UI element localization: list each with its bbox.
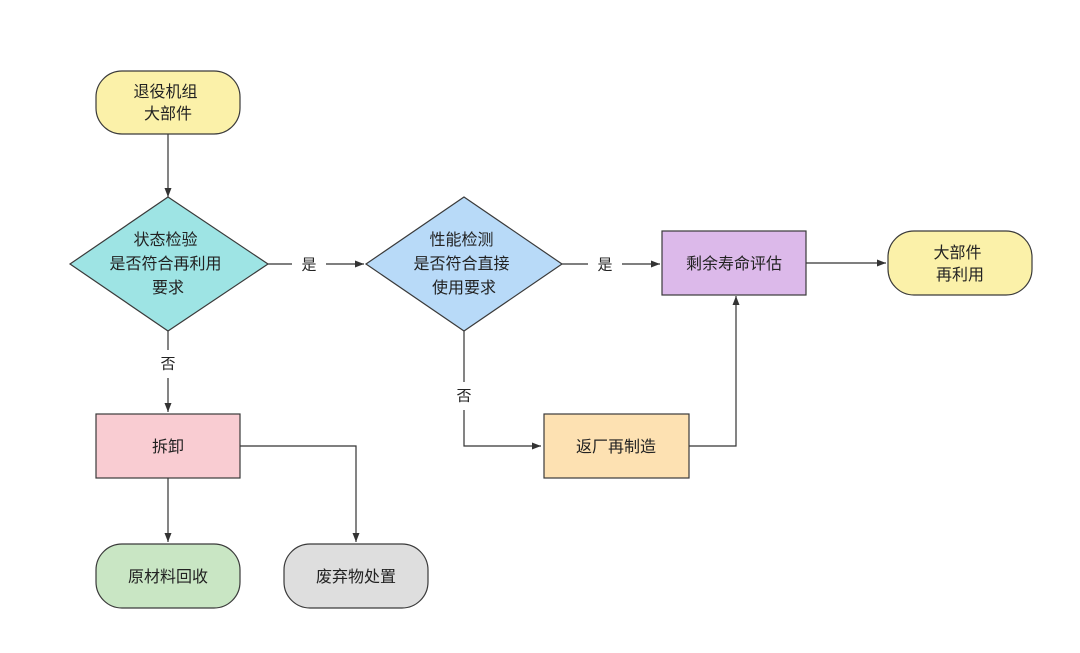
remanufacture-label: 返厂再制造 — [576, 437, 656, 456]
start-label: 退役机组 大部件 — [133, 82, 202, 123]
dismantle-process-shape — [95, 413, 241, 479]
life-eval-label-line-1: 剩余寿命评估 — [686, 254, 782, 273]
perf-check-label-line-2: 是否符合直接 — [413, 254, 509, 273]
edges: 是 是 否 否 — [160, 134, 886, 542]
dismantle-label-line-1: 拆卸 — [152, 437, 184, 456]
recycle-label-line-1: 原材料回收 — [128, 567, 208, 586]
node-start: 退役机组 大部件 — [95, 70, 241, 135]
perf-check-label-line-1: 性能检测 — [429, 230, 493, 249]
recycle-terminal-shape — [95, 543, 241, 609]
perf-check-decision-shape — [364, 196, 564, 332]
node-recycle: 原材料回收 — [95, 543, 241, 609]
disposal-terminal-shape — [283, 543, 429, 609]
reuse-label-line-2: 再利用 — [936, 265, 984, 284]
start-label-line-1: 退役机组 — [133, 82, 197, 101]
perf-check-label: 性能检测 是否符合直接 使用要求 — [413, 230, 514, 297]
remanufacture-process-shape — [543, 413, 690, 479]
node-status-check: 状态检验 是否符合再利用 要求 — [68, 196, 270, 332]
node-life-eval: 剩余寿命评估 — [661, 230, 807, 296]
edge-remanufacture-to-life-eval — [689, 296, 740, 447]
perf-check-label-line-3: 使用要求 — [432, 278, 496, 297]
status-check-label-line-3: 要求 — [152, 278, 184, 297]
node-disposal: 废弃物处置 — [283, 543, 429, 609]
life-eval-label: 剩余寿命评估 — [686, 254, 782, 273]
edge-label-no-2: 否 — [456, 387, 471, 405]
node-remanufacture: 返厂再制造 — [543, 413, 690, 479]
status-check-label-line-2: 是否符合再利用 — [109, 254, 221, 273]
node-reuse: 大部件 再利用 — [887, 230, 1033, 296]
life-eval-process-shape — [661, 230, 807, 296]
remanufacture-label-line-1: 返厂再制造 — [576, 437, 656, 456]
recycle-label: 原材料回收 — [128, 567, 208, 586]
edge-label-yes-2: 是 — [597, 256, 612, 274]
reuse-terminal-shape — [887, 230, 1033, 296]
disposal-label: 废弃物处置 — [316, 567, 396, 586]
node-dismantle: 拆卸 — [95, 413, 241, 479]
status-check-decision-shape — [68, 196, 270, 332]
edge-perf-check-to-remanufacture — [463, 331, 541, 446]
edge-label-no-1: 否 — [160, 355, 175, 373]
node-perf-check: 性能检测 是否符合直接 使用要求 — [364, 196, 564, 332]
reuse-label-line-1: 大部件 — [933, 243, 981, 262]
dismantle-label: 拆卸 — [152, 437, 184, 456]
disposal-label-line-1: 废弃物处置 — [316, 567, 396, 586]
start-terminal-shape — [95, 70, 241, 135]
edge-label-yes-1: 是 — [301, 256, 316, 274]
start-label-line-2: 大部件 — [144, 104, 192, 123]
status-check-label: 状态检验 是否符合再利用 要求 — [109, 230, 226, 297]
reuse-label: 大部件 再利用 — [933, 243, 986, 284]
status-check-label-line-1: 状态检验 — [133, 230, 197, 249]
edge-dismantle-to-disposal — [240, 445, 360, 542]
